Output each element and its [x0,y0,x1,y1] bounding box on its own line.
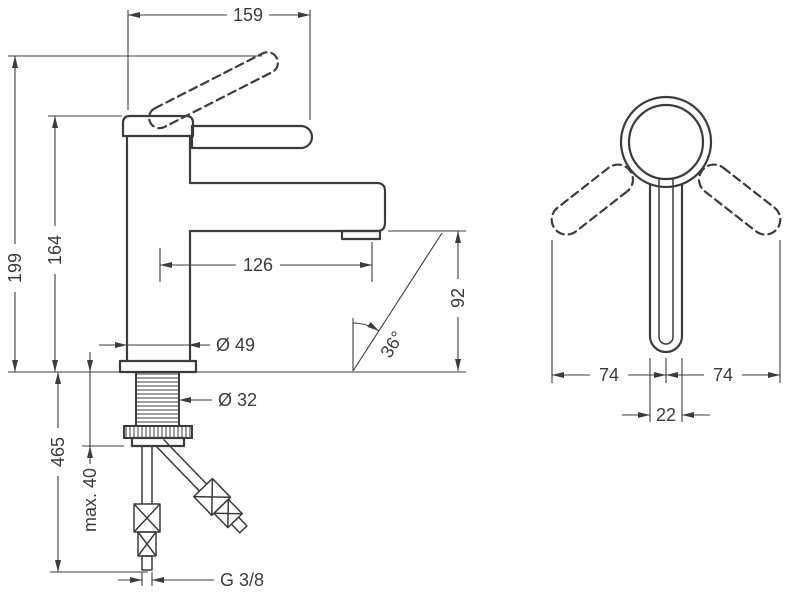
dim-swing: 74 74 [551,240,781,385]
spout [188,181,387,233]
dim-below-counter-length: 465 [48,372,148,573]
dim-199-text: 199 [5,253,25,283]
dim-dia49-text: Ø 49 [216,335,255,355]
dim-74-left-text: 74 [599,365,619,385]
dim-max40-text: max. 40 [80,468,100,532]
washer [130,436,186,448]
dim-stream-angle: 36° [352,232,443,372]
dim-164-text: 164 [45,235,65,265]
dim-total-height: 199 [5,55,262,372]
base-escutcheon [118,359,198,374]
threaded-shank [135,371,180,427]
aerator [340,229,382,241]
handle-lever-outline [648,182,684,354]
faucet-side-view [8,51,466,571]
lever-swing-left [550,163,635,236]
dim-126-text: 126 [243,255,273,275]
dim-92-text: 92 [448,288,468,308]
lever-rest [190,124,314,150]
lever-raised-outline [147,51,279,130]
dim-dia32-text: Ø 32 [218,390,257,410]
dim-reach: 126 [159,242,373,282]
dim-hole-diameter: Ø 32 [179,390,257,410]
dim-max-counter-thickness: max. 40 [80,352,124,536]
handle-lever-inner [658,178,674,345]
dim-22-text: 22 [656,405,676,425]
faucet-body [125,134,192,363]
dim-74-right-text: 74 [713,365,733,385]
dim-body-height: 164 [45,115,122,372]
dim-465-text: 465 [48,437,68,467]
dim-base-diameter: Ø 49 [99,335,255,355]
handle-inner-circle [627,103,705,181]
dim-spout-width: 159 [127,5,311,120]
lever-swing-right [697,163,782,236]
mounting-nut [123,425,193,439]
supply-hose-left [133,446,161,571]
dim-159-text: 159 [233,5,263,25]
dim-handle-width: 22 [622,358,710,425]
supply-hose-right [155,439,248,534]
dim-connection-thread: G 3/8 [118,570,264,590]
handle-cap [121,114,195,138]
dim-outlet-height: 92 [388,230,468,371]
handle-front-view [550,95,782,354]
handle-outer-circle [619,95,713,189]
dim-g38-text: G 3/8 [220,570,264,590]
dim-36deg-text: 36° [376,328,407,362]
